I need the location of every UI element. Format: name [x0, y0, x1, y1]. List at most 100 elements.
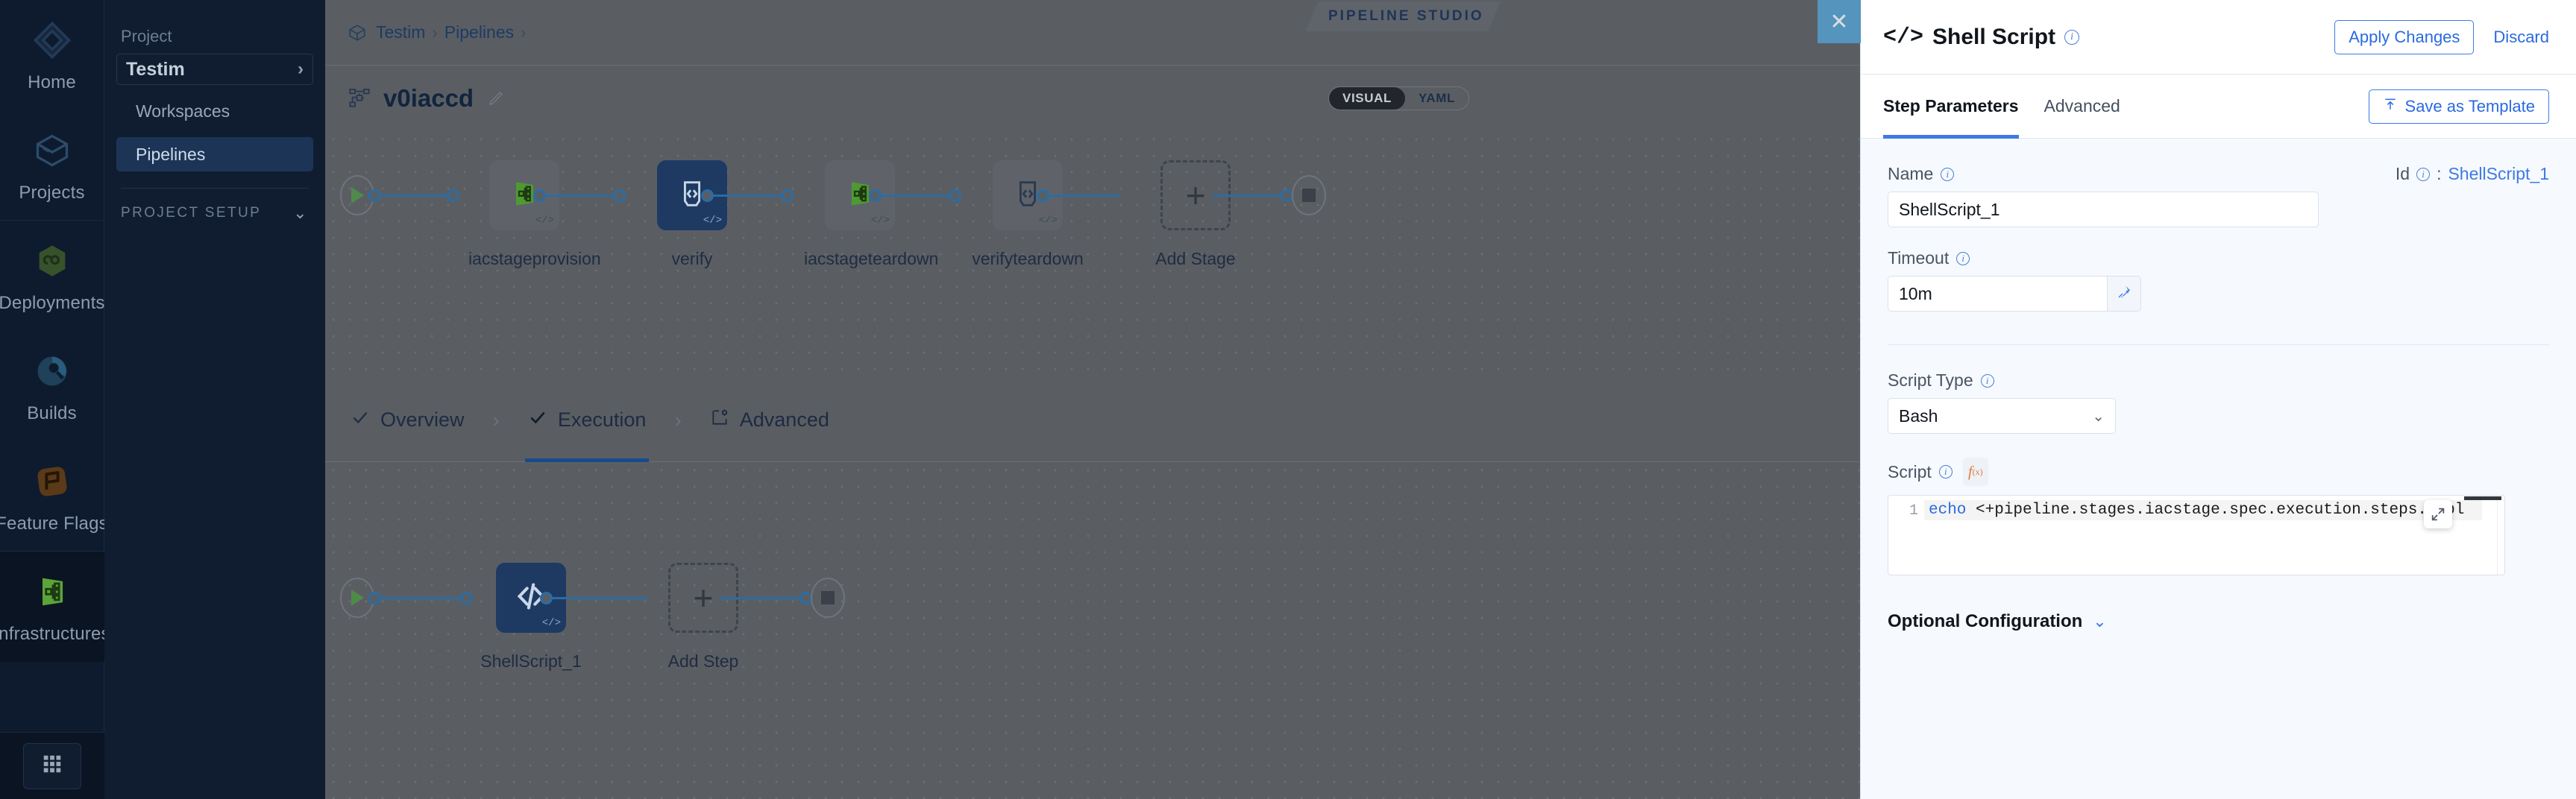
add-step-label: Add Step — [667, 651, 739, 671]
timeout-label-group: Timeout i — [1888, 248, 2549, 268]
name-id-row: Name i Id i : ShellScript_1 — [1888, 164, 2549, 184]
sidebar-item-workspaces[interactable]: Workspaces — [116, 94, 313, 128]
add-stage-node[interactable]: + Add Stage — [1140, 160, 1251, 270]
shell-script-icon — [675, 177, 709, 215]
page-title: v0iaccd — [383, 84, 474, 112]
edge — [1046, 195, 1119, 197]
tab-step-parameters[interactable]: Step Parameters — [1883, 75, 2019, 139]
project-name: Testim — [126, 58, 185, 80]
info-icon[interactable]: i — [1956, 251, 1970, 265]
step-node-shellscript-1[interactable]: </> ShellScript_1 — [475, 563, 587, 672]
infrastructure-icon — [508, 177, 541, 214]
nav-item-projects-label: Projects — [19, 182, 85, 203]
stage-node-verify[interactable]: </> verify — [636, 160, 748, 270]
mode-yaml[interactable]: YAML — [1418, 91, 1455, 105]
tab-overview-label: Overview — [380, 408, 465, 431]
stop-icon — [821, 591, 835, 604]
expand-icon[interactable] — [2424, 500, 2452, 528]
editor-code-line[interactable]: echo <+pipeline.stages.iacstage.spec.exe… — [1924, 500, 2482, 520]
drawer-body: Name i Id i : ShellScript_1 ShellScript_… — [1861, 139, 2576, 799]
step-end-node — [811, 578, 845, 618]
flow-end-node — [1292, 175, 1326, 215]
step-node-box[interactable]: </> — [496, 563, 566, 633]
tab-execution-label: Execution — [557, 408, 647, 431]
chevron-down-icon: ⌄ — [2093, 612, 2107, 631]
discard-button[interactable]: Discard — [2493, 27, 2549, 46]
script-type-value: Bash — [1899, 405, 1938, 426]
stage-node-iacstageteardown[interactable]: </> iacstageteardown — [804, 160, 938, 270]
nav-item-infrastructures[interactable]: Infrastructures — [0, 552, 110, 662]
project-setup-section[interactable]: PROJECT SETUP ⌄ — [121, 203, 309, 223]
info-icon[interactable]: i — [1980, 373, 1994, 388]
port — [460, 592, 473, 604]
script-type-select[interactable]: Bash ⌄ — [1888, 398, 2116, 434]
id-value[interactable]: ShellScript_1 — [2448, 164, 2549, 183]
timeout-label: Timeout — [1888, 248, 1950, 268]
fx-icon[interactable]: f(x) — [1962, 458, 1988, 486]
project-label: Project — [121, 27, 172, 45]
timeout-pin-button[interactable] — [2107, 276, 2141, 312]
pencil-icon[interactable] — [487, 89, 505, 107]
editor-scrollbar-thumb[interactable] — [2464, 496, 2501, 500]
primary-nav-rail: Home Projects Deployments — [0, 0, 110, 799]
sidebar-item-pipelines-label: Pipelines — [136, 144, 206, 164]
infrastructure-icon — [844, 177, 876, 214]
close-drawer-button[interactable]: ✕ — [1818, 0, 1861, 43]
breadcrumb-item-pipelines[interactable]: Pipelines — [444, 22, 515, 42]
save-as-template-button[interactable]: Save as Template — [2368, 89, 2549, 124]
nav-item-deployments[interactable]: Deployments — [0, 221, 104, 331]
sidebar-item-pipelines[interactable]: Pipelines — [116, 137, 313, 171]
breadcrumb-item-testim[interactable]: Testim — [376, 22, 426, 42]
tab-advanced-drawer[interactable]: Advanced — [2043, 96, 2120, 116]
tab-execution[interactable]: Execution — [524, 379, 650, 462]
project-sidebar: Project Testim › Workspaces Pipelines PR… — [104, 0, 325, 799]
close-icon: ✕ — [1829, 9, 1849, 34]
timeout-input[interactable]: 10m — [1888, 276, 2107, 312]
nav-item-feature-flags[interactable]: Feature Flags — [0, 441, 108, 552]
step-id-group: Id i : ShellScript_1 — [2396, 164, 2549, 184]
nav-item-infrastructures-label: Infrastructures — [0, 624, 110, 644]
box-icon — [29, 127, 75, 174]
info-icon[interactable]: i — [2416, 167, 2431, 181]
tab-advanced[interactable]: Advanced — [707, 379, 832, 462]
mode-visual[interactable]: VISUAL — [1329, 87, 1405, 110]
add-stage-label: Add Stage — [1155, 249, 1236, 268]
build-pie-icon — [29, 348, 75, 394]
drawer-tab-bar: Step Parameters Advanced Save as Templat… — [1861, 75, 2576, 139]
step-node-label: ShellScript_1 — [480, 651, 582, 671]
port — [447, 189, 459, 202]
flag-icon — [29, 458, 75, 505]
breadcrumb-separator-2: › — [521, 22, 527, 42]
edge — [1212, 195, 1284, 197]
info-icon[interactable]: i — [1941, 167, 1955, 181]
fx-sub: (x) — [1972, 466, 1983, 477]
tab-overview[interactable]: Overview — [348, 379, 468, 462]
editor-line-number: 1 — [1909, 502, 1918, 519]
info-icon[interactable]: i — [1938, 465, 1953, 479]
script-field: Script i f(x) 1 echo <+pipeline.stages.i… — [1888, 458, 2549, 575]
name-input[interactable]: ShellScript_1 — [1888, 192, 2319, 227]
info-icon[interactable]: i — [2064, 29, 2080, 45]
stage-node-verifyteardown[interactable]: </> verifyteardown — [972, 160, 1084, 270]
infrastructure-icon — [29, 569, 75, 615]
optional-configuration-section[interactable]: Optional Configuration ⌄ — [1888, 611, 2549, 632]
apps-grid-button[interactable] — [22, 742, 81, 789]
port — [949, 189, 961, 202]
stage-flow: </> iacstageprovision — [325, 131, 2576, 379]
nav-item-feature-flags-label: Feature Flags — [0, 513, 108, 534]
stage-node-iacstageprovision[interactable]: </> iacstageprovision — [468, 160, 601, 270]
code-rest: <+pipeline.stages.iacstage.spec.executio… — [1966, 502, 2465, 519]
drawer-title: Shell Script — [1932, 24, 2056, 49]
project-cube-icon — [348, 23, 367, 42]
section-divider — [1888, 344, 2549, 345]
script-code-editor[interactable]: 1 echo <+pipeline.stages.iacstage.spec.e… — [1888, 495, 2505, 575]
infinity-hex-icon — [29, 238, 75, 284]
nav-item-home[interactable]: Home — [0, 0, 104, 110]
project-selector[interactable]: Testim › — [116, 54, 313, 85]
nav-item-builds[interactable]: Builds — [0, 331, 104, 441]
nav-item-projects[interactable]: Projects — [0, 110, 104, 221]
editor-scrollbar[interactable] — [2464, 496, 2504, 575]
apply-changes-button[interactable]: Apply Changes — [2334, 19, 2475, 54]
add-step-node[interactable]: + Add Step — [647, 563, 759, 672]
view-mode-toggle[interactable]: VISUAL YAML — [1328, 86, 1469, 110]
